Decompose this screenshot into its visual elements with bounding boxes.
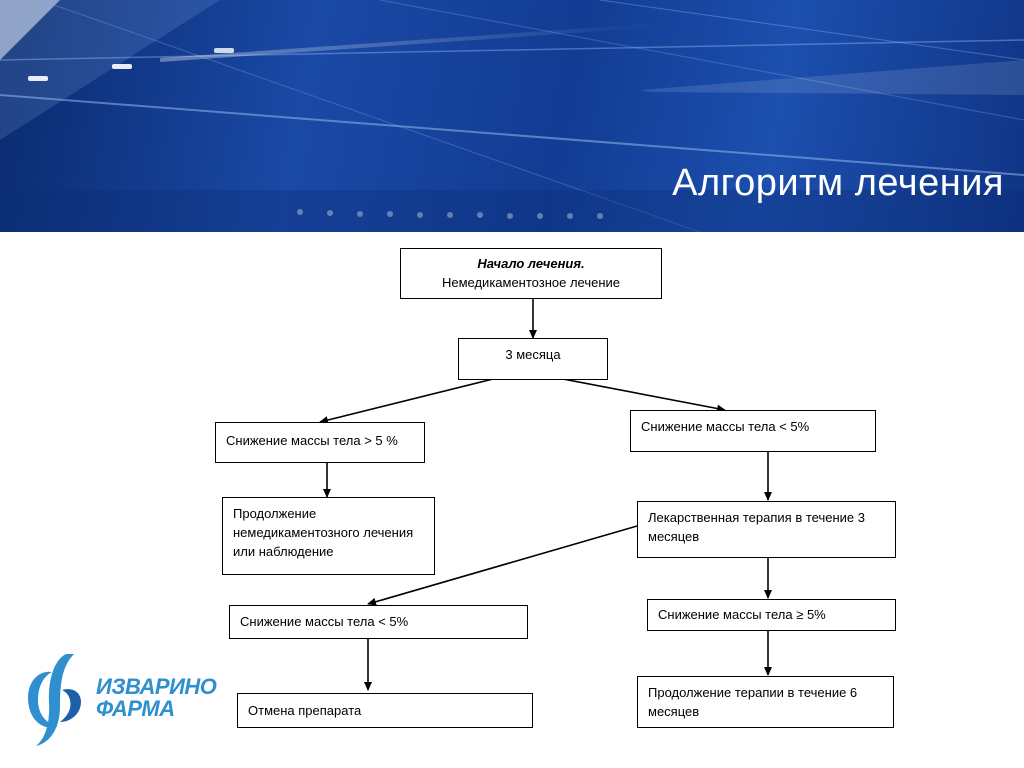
node-continue-therapy-text: Продолжение терапии в течение 6 месяцев bbox=[648, 685, 858, 719]
arrow-three-months-to-loss-gt5 bbox=[319, 378, 494, 424]
node-loss-ge5: Снижение массы тела ≥ 5% bbox=[647, 599, 896, 631]
page-title: Алгоритм лечения bbox=[672, 162, 1004, 204]
node-loss-gt5: Снижение массы тела > 5 % bbox=[215, 422, 425, 463]
node-continue-nondrug: Продолжение немедикаментозного лечения и… bbox=[222, 497, 435, 575]
header-banner: Алгоритм лечения bbox=[0, 0, 1024, 232]
company-logo: ИЗВАРИНО ФАРМА bbox=[22, 650, 217, 750]
node-three-months-text: 3 месяца bbox=[505, 347, 561, 362]
node-loss-lt5-b: Снижение массы тела < 5% bbox=[229, 605, 528, 639]
node-loss-lt5-b-text: Снижение массы тела < 5% bbox=[240, 614, 409, 629]
node-loss-lt5-a-text: Снижение массы тела < 5% bbox=[641, 419, 810, 434]
arrow-three-months-to-loss-lt5-a bbox=[562, 378, 726, 413]
node-loss-lt5-a: Снижение массы тела < 5% bbox=[630, 410, 876, 452]
logo-text-line2: ФАРМА bbox=[96, 696, 175, 721]
node-start: Начало лечения. Немедикаментозное лечени… bbox=[400, 248, 662, 299]
node-cancel-drug: Отмена препарата bbox=[237, 693, 533, 728]
banner-decoration bbox=[0, 0, 1024, 232]
node-drug-therapy-text: Лекарственная терапия в течение 3 месяце… bbox=[648, 510, 865, 544]
node-three-months: 3 месяца bbox=[458, 338, 608, 380]
logo-emblem-icon bbox=[28, 654, 82, 746]
node-loss-ge5-text: Снижение массы тела ≥ 5% bbox=[658, 607, 826, 622]
node-drug-therapy: Лекарственная терапия в течение 3 месяце… bbox=[637, 501, 896, 558]
logo-text-line1: ИЗВАРИНО bbox=[96, 674, 217, 699]
node-cancel-drug-text: Отмена препарата bbox=[248, 703, 362, 718]
node-start-text: Немедикаментозное лечение bbox=[441, 275, 621, 290]
node-continue-therapy: Продолжение терапии в течение 6 месяцев bbox=[637, 676, 894, 728]
node-loss-gt5-text: Снижение массы тела > 5 % bbox=[226, 433, 398, 448]
node-start-title: Начало лечения. bbox=[477, 256, 585, 271]
node-continue-nondrug-text: Продолжение немедикаментозного лечения и… bbox=[233, 506, 414, 559]
arrow-drug-to-loss-lt5-b bbox=[367, 525, 638, 606]
